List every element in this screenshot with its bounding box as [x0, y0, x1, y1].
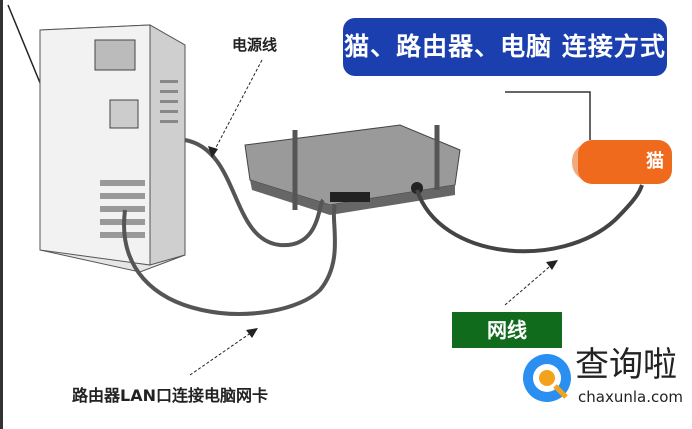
router-wan-port	[411, 182, 423, 194]
pc-tower	[39, 24, 186, 273]
arrow-power	[211, 59, 263, 156]
lan-cable	[122, 204, 337, 316]
left-border	[0, 0, 3, 429]
arrow-pc	[7, 4, 46, 96]
modem-label: 猫	[578, 140, 672, 184]
network-cable-label: 网线	[452, 312, 562, 348]
title-connector-line	[505, 91, 591, 140]
title-banner: 猫、路由器、电脑 连接方式	[343, 18, 667, 76]
lan-connection-label: 路由器LAN口连接电脑网卡	[72, 386, 268, 405]
arrow-lan	[189, 329, 256, 376]
router	[244, 124, 461, 215]
arrowhead-power	[208, 146, 218, 158]
wan-cable	[415, 184, 644, 254]
power-cable-label: 电源线	[232, 36, 278, 54]
router-lan-ports	[330, 192, 370, 202]
watermark-url: chaxunla.com	[578, 388, 683, 406]
watermark-logo-icon	[523, 354, 571, 402]
power-cable	[184, 138, 325, 248]
arrow-net	[504, 261, 556, 306]
arrowhead-lan	[246, 328, 258, 338]
arrowhead-net	[546, 260, 558, 270]
watermark-name: 查询啦	[575, 345, 677, 385]
